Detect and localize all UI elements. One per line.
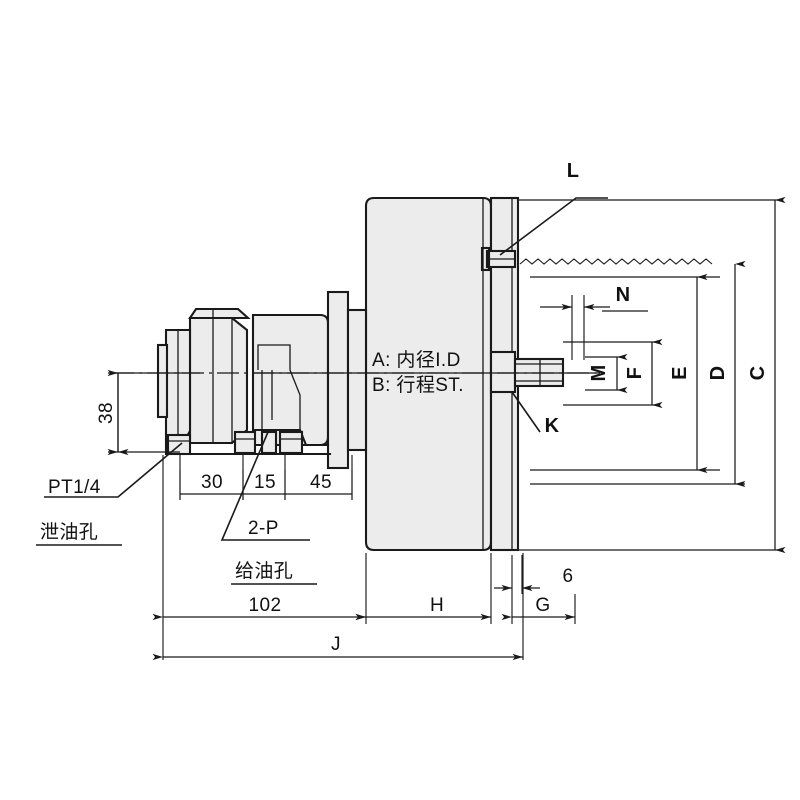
cylinder-barrel xyxy=(251,313,330,447)
dimension-6-G-group: 6 xyxy=(494,555,573,594)
oil-supply-leader-line xyxy=(220,431,310,541)
stroke-st-label: B: 行程ST. xyxy=(372,374,464,396)
port-fitting-4 xyxy=(278,430,304,455)
dimension-N: N xyxy=(540,284,648,360)
drain-port-text: 泄油孔 xyxy=(40,521,98,543)
head-flange-block xyxy=(364,196,493,552)
dim-H-text: H xyxy=(430,595,444,616)
label-C: C xyxy=(747,366,769,381)
piston-taper-outline xyxy=(261,369,301,430)
dim-15-text: 15 xyxy=(254,472,276,493)
K-leader-line xyxy=(511,391,541,433)
label-K: K xyxy=(545,415,560,437)
oil-supply-text: 给油孔 xyxy=(235,560,293,582)
dimension-chain-102-H-G: 102 H G xyxy=(152,455,576,660)
cylinder-body-geometry xyxy=(112,196,600,552)
proj-zigzag-line xyxy=(519,258,713,265)
valve-housing xyxy=(188,316,249,445)
barrel-neck xyxy=(346,308,368,452)
barrel-collar xyxy=(326,290,350,470)
label-M: M xyxy=(588,364,610,381)
L-leader-line xyxy=(499,197,608,256)
dimension-chain-30-15-45: 30 15 45 xyxy=(179,455,353,500)
callout-K: K xyxy=(511,391,560,437)
leader-drain-port: PT1/4 泄油孔 xyxy=(36,442,183,546)
label-L: L xyxy=(567,160,580,182)
pt-thread-text: PT1/4 xyxy=(48,477,101,498)
valve-housing-cap xyxy=(188,307,251,320)
label-N: N xyxy=(616,284,631,306)
dimension-38-group: 38 xyxy=(96,369,200,456)
dim-6-text: 6 xyxy=(563,566,574,587)
bore-stroke-labels: A: 内径I.D B: 行程ST. xyxy=(372,349,464,396)
dim-102-text: 102 xyxy=(249,595,282,616)
dim-45-text: 45 xyxy=(310,472,332,493)
two-p-text: 2-P xyxy=(248,518,279,539)
vertical-dimensions-group: M F E D C xyxy=(530,196,786,554)
barrel-bore-outline xyxy=(257,344,291,370)
port-fitting-2 xyxy=(233,430,257,455)
dim-30-text: 30 xyxy=(201,472,223,493)
callout-L: L xyxy=(499,160,608,256)
top-plug-head xyxy=(480,246,491,272)
dim-J-text: J xyxy=(331,634,341,655)
dim-G-text: G xyxy=(535,595,550,616)
leader-oil-supply-port: 2-P 给油孔 xyxy=(220,431,317,585)
label-F: F xyxy=(624,367,646,380)
dimension-J: J xyxy=(152,634,523,661)
dim-38-text: 38 xyxy=(96,402,117,424)
drain-port-leader-line xyxy=(44,442,183,498)
label-D: D xyxy=(707,366,729,381)
left-lug xyxy=(156,343,169,419)
bore-id-label: A: 内径I.D xyxy=(372,349,461,371)
label-E: E xyxy=(669,366,691,380)
rod-gland-collar xyxy=(489,350,517,394)
